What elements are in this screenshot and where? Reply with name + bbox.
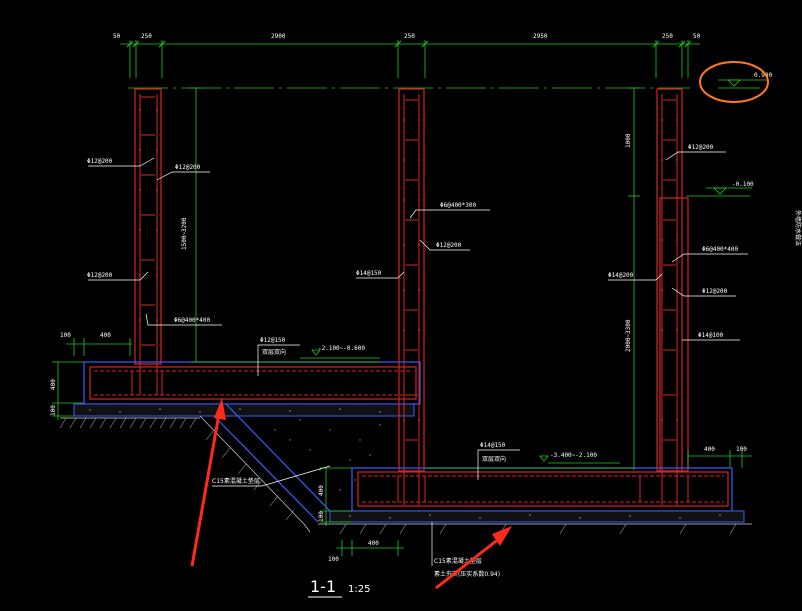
- label-wall3-tie: Φ6@400*400: [702, 246, 739, 253]
- top-dimension-chain: 50 250 2900 250 2950 250 50: [113, 33, 701, 78]
- label-wall3-a: Φ12@200: [688, 144, 714, 151]
- wall-right: [628, 87, 689, 505]
- label-wall1-outer2: Φ12@200: [87, 272, 113, 279]
- label-base2-note: 双层双向: [482, 455, 506, 463]
- dim-text-2900: 2900: [271, 33, 286, 40]
- lower-vertical-dims: 400 100: [318, 467, 352, 526]
- label-wall2-tie: Φ6@400*300: [440, 202, 477, 209]
- dim-100-vert-lower: 100: [318, 511, 325, 522]
- wall-right-labels: 1000 Φ12@200 Φ6@400*400 Φ14@200 Φ12@200 …: [608, 133, 748, 352]
- cushion-labels: C15素混凝土垫层 C15素混凝土垫层 素土夯实(压实系数0.94): [212, 465, 500, 578]
- wall-left-labels: Φ12@200 Φ12@200 1500~3200 Φ12@200 Φ6@400…: [87, 157, 222, 326]
- highlight-circle-annotation: [699, 61, 769, 103]
- label-wall1-height: 1500~3200: [181, 217, 188, 250]
- section-title-text: 1-1: [310, 577, 336, 596]
- dim-text-50-left: 50: [113, 33, 121, 40]
- label-wall2-a: Φ12@200: [436, 242, 462, 249]
- dim-100-vert-left: 100: [50, 405, 57, 416]
- label-wall1-inner: Φ12@200: [175, 164, 201, 171]
- wall-middle-labels: Φ6@400*300 Φ12@200 Φ14@150: [356, 202, 490, 279]
- dim-400-vert-left: 400: [50, 379, 57, 390]
- upper-base-slab: [73, 357, 421, 417]
- dim-text-250-a: 250: [141, 33, 152, 40]
- section-title: 1-1 1:25: [308, 577, 370, 598]
- label-base2-top: Φ14@150: [480, 442, 506, 449]
- label-side-waterproof: 外墙防水做法: [794, 210, 802, 246]
- label-wall3-height1: 1000: [625, 133, 632, 148]
- wall-middle: [398, 88, 425, 505]
- elevation-mid-text: -0.100: [732, 181, 754, 188]
- dim-text-250-b: 250: [404, 33, 415, 40]
- soil-slope: [59, 403, 752, 535]
- dim-100-bottom: 100: [328, 556, 339, 563]
- red-arrow-right: [435, 526, 512, 590]
- dim-text-2950: 2950: [533, 33, 548, 40]
- lower-base-labels: Φ14@150 双层双向 -3.400~-2.100: [477, 442, 597, 480]
- elevation-top-text: 0.900: [754, 72, 772, 79]
- label-wall3-c: Φ12@200: [702, 288, 728, 295]
- label-wall1-tie: Φ6@400*400: [174, 317, 211, 324]
- label-base1-top: Φ12@150: [260, 337, 286, 344]
- red-arrow-left: [190, 398, 226, 567]
- label-base1-note: 双层双向: [262, 348, 286, 356]
- label-wall3-b: Φ14@200: [608, 272, 634, 279]
- label-compact-soil: 素土夯实(压实系数0.94): [434, 570, 500, 578]
- label-wall2-b: Φ14@150: [356, 270, 382, 277]
- bottom-horizontal-dims: 100 400: [328, 540, 404, 563]
- dim-400-vert-lower: 400: [318, 485, 325, 496]
- left-vertical-dims: 400 100: [50, 361, 84, 420]
- label-wall3-height2: 2000~3300: [625, 319, 632, 352]
- dim-text-250-c: 250: [662, 33, 673, 40]
- dim-100-right: 100: [736, 446, 747, 453]
- label-wall1-outer: Φ12@200: [87, 158, 113, 165]
- elevation-marker-top: 0.900: [718, 72, 772, 89]
- right-horizontal-dims: 400 100: [687, 446, 752, 468]
- dim-400-left: 400: [100, 332, 111, 339]
- dim-text-50-right: 50: [693, 33, 701, 40]
- left-horizontal-dims: 100 400: [60, 332, 132, 356]
- label-base1-elev: -2.100~-0.600: [318, 345, 365, 352]
- upper-base-labels: Φ12@150 双层双向 -2.100~-0.600: [257, 337, 365, 376]
- section-scale-text: 1:25: [348, 584, 370, 595]
- lower-base-slab: [329, 462, 745, 523]
- label-wall3-d: Φ14@100: [698, 332, 724, 339]
- label-c15-left: C15素混凝土垫层: [212, 477, 260, 485]
- dim-400-bottom: 400: [368, 540, 379, 547]
- wall-left: [134, 87, 202, 395]
- dim-400-right: 400: [704, 446, 715, 453]
- dim-100-left: 100: [60, 332, 71, 339]
- elevation-marker-mid: -0.100: [686, 181, 754, 197]
- label-c15-right: C15素混凝土垫层: [434, 557, 482, 565]
- label-base2-elev: -3.400~-2.100: [550, 452, 597, 459]
